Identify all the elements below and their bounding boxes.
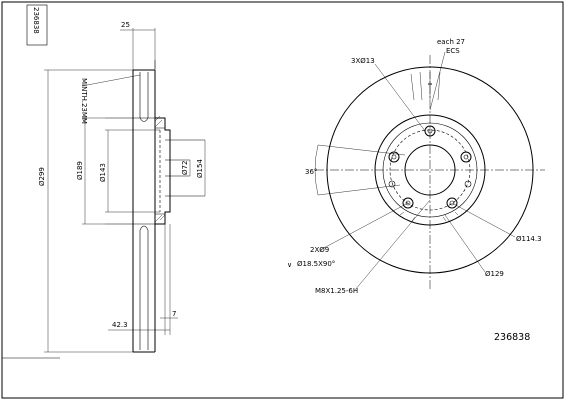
dim-width-total: 25 [121, 21, 130, 29]
leader-min-thickness [81, 74, 141, 87]
label-pcd: Ø114.3 [516, 235, 542, 243]
label-thread: M8X1.25-6H [315, 287, 358, 295]
part-number-top: 236838 [32, 7, 40, 34]
dim-flange: Ø154 [196, 159, 204, 178]
dim-outer-diameter: Ø299 [38, 167, 46, 186]
leader-groove [444, 214, 486, 273]
leader-holes-2 [319, 202, 409, 251]
angle-label: 36° [305, 168, 317, 176]
disc-friction-faces [132, 70, 156, 352]
hat-section [155, 117, 171, 225]
vent-vanes [139, 72, 149, 350]
dim-bore: Ø72 [181, 161, 189, 175]
section-hatch [154, 115, 166, 223]
label-countersink: Ø18.5X90° [297, 260, 335, 268]
label-groove: Ø129 [485, 270, 504, 278]
hat-outer-circle [374, 114, 486, 226]
label-holes-2: 2XØ9 [310, 246, 329, 254]
front-view: 36° 3XØ13 each 27 ECS 2XØ9 ∨ Ø18.5X90° M… [287, 38, 545, 295]
leader-each [429, 51, 446, 111]
leader-thread [354, 199, 431, 291]
leader-holes-3 [374, 63, 426, 132]
hat-inner-circle [382, 122, 478, 218]
dim-hat-outer: Ø189 [76, 161, 84, 180]
label-each: each 27 [437, 38, 465, 46]
dim-flange-thickness: 7 [172, 310, 176, 318]
dim-offset: 42.3 [112, 321, 128, 329]
label-holes-3: 3XØ13 [351, 57, 375, 65]
part-number-box-top: 236838 [26, 4, 48, 46]
countersink-symbol-icon: ∨ [287, 261, 292, 269]
part-number-bottom: 236838 [494, 332, 530, 343]
label-ecs: ECS [446, 47, 460, 55]
indicator-notches [410, 71, 441, 101]
section-view: 25 MINTH.23MM Ø299 Ø189 Ø143 Ø72 Ø154 42… [38, 21, 206, 353]
leader-pcd [451, 202, 516, 238]
angle-arc [314, 144, 319, 196]
dim-hat-inner: Ø143 [99, 163, 107, 182]
groove-marks [399, 211, 459, 222]
disc-outer-circle [326, 66, 534, 274]
center-bore-circle [404, 144, 456, 196]
dim-min-thickness: MINTH.23MM [80, 78, 88, 124]
pcd-circle [389, 129, 471, 211]
